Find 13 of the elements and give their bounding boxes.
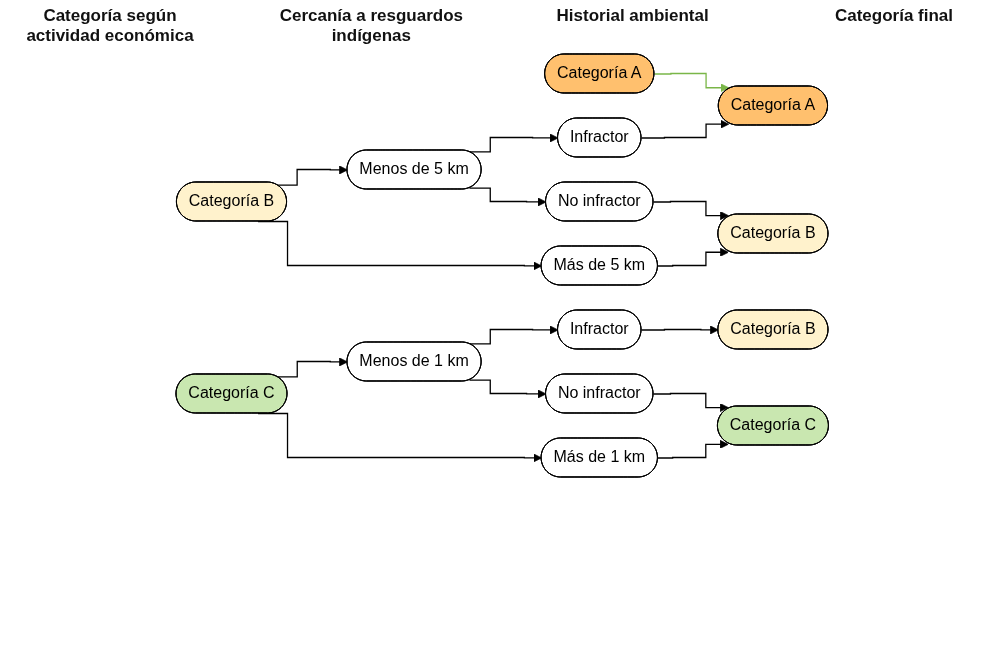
column-heading: Historial ambiental [555, 6, 710, 27]
arrow [652, 200, 729, 221]
arrow [657, 247, 729, 267]
arrow [640, 325, 719, 335]
arrow [653, 72, 729, 93]
column-heading: Cercanía a resguardos indígenas [278, 6, 464, 46]
arrow [657, 439, 729, 459]
column-heading: Categoría según actividad económica [25, 6, 195, 46]
arrow [652, 392, 729, 412]
arrow [468, 379, 547, 399]
arrow [468, 187, 547, 207]
arrow [640, 119, 729, 139]
column-heading: Categoría final [833, 6, 955, 27]
